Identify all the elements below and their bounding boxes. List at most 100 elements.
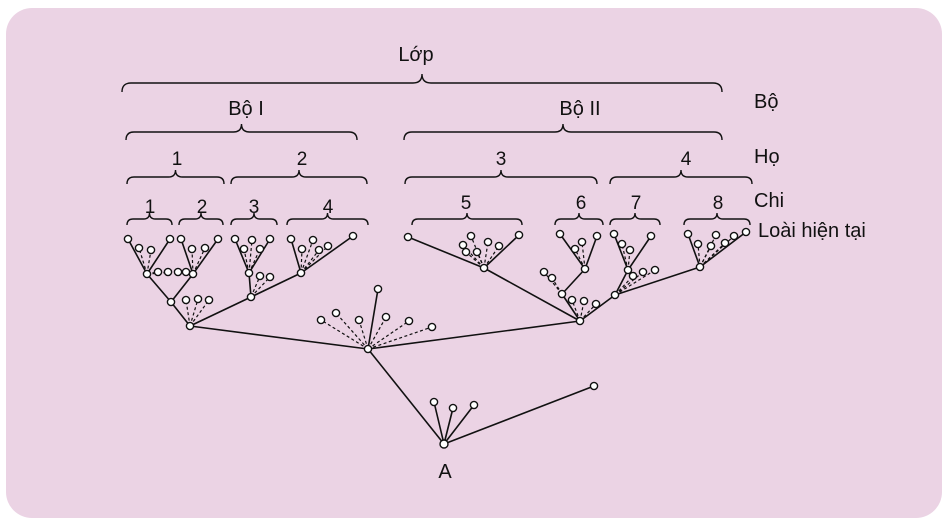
genus-7-node xyxy=(623,265,633,275)
species-g8-d4 xyxy=(720,238,730,248)
species-g4-d1 xyxy=(297,244,307,254)
species-g1-2-edge xyxy=(146,238,171,275)
species-g8-d3 xyxy=(711,230,721,240)
species-g5-1 xyxy=(403,232,413,242)
species-g6-2 xyxy=(592,231,602,241)
genus-5-node xyxy=(479,263,489,273)
species-g6-d2-edge xyxy=(581,241,586,270)
genus-6-label: 6 xyxy=(576,193,587,214)
genus-1-label: 1 xyxy=(145,197,156,218)
species-g8-d3-edge xyxy=(699,234,717,268)
species-g5-2-edge xyxy=(483,234,520,269)
species-g3-2-edge xyxy=(248,238,271,274)
edge-a-extinct-right xyxy=(443,385,595,445)
species-g1-d5 xyxy=(173,267,183,277)
extinct-leaf-o1-1 xyxy=(181,295,191,305)
species-g3-d1-edge xyxy=(243,248,250,274)
genus-2-node xyxy=(188,269,198,279)
genus-2-brace xyxy=(178,212,224,226)
family-2-node xyxy=(246,292,256,302)
edge-o2-f3b xyxy=(561,293,581,322)
genus-6-node xyxy=(580,264,590,274)
species-g6-d1 xyxy=(570,244,580,254)
species-g1-d1-edge xyxy=(138,247,148,275)
extinct-leaf-root-3-edge xyxy=(367,316,387,350)
extinct-leaf-o1-1-edge xyxy=(185,299,191,327)
species-g4-d2 xyxy=(308,235,318,245)
species-g7-1-edge xyxy=(613,233,629,271)
extinct-leaf-root-5 xyxy=(427,322,437,332)
edge-f2-g4 xyxy=(250,272,302,298)
species-g2-d3 xyxy=(181,267,191,277)
species-g3-1 xyxy=(230,234,240,244)
edge-f4-g8 xyxy=(614,266,701,296)
species-g2-d1-edge xyxy=(191,248,194,275)
extinct-leaf-o2-2 xyxy=(579,296,589,306)
species-g4-2 xyxy=(348,231,358,241)
genus-7-brace xyxy=(609,212,661,226)
extinct-leaf-root-1 xyxy=(316,315,326,325)
species-g1-d1 xyxy=(134,243,144,253)
species-g2-d2 xyxy=(200,243,210,253)
species-g8-2-edge xyxy=(699,231,747,268)
extinct-leaf-f2-1 xyxy=(255,271,265,281)
species-g5-d5 xyxy=(494,241,504,251)
species-g2-d1 xyxy=(187,244,197,254)
order-2-node xyxy=(575,316,585,326)
genus-3-brace xyxy=(230,212,278,226)
species-g5-d5-edge xyxy=(483,245,500,269)
extinct-leaf-f4-2 xyxy=(638,267,648,277)
root-node xyxy=(363,344,373,354)
extinct-leaf-f4-3 xyxy=(650,265,660,275)
family-1-brace xyxy=(126,169,225,185)
genus-3-node xyxy=(244,268,254,278)
species-g8-d5 xyxy=(729,231,739,241)
extinct-leaf-root-2-edge xyxy=(335,312,369,350)
edge-root-extinct-up xyxy=(367,288,379,350)
genus-8-brace xyxy=(683,212,751,226)
edge-a-extinct-3 xyxy=(443,404,475,445)
species-g5-1-edge xyxy=(407,236,485,269)
species-g4-d3 xyxy=(314,245,324,255)
extinct-leaf-root-2 xyxy=(331,308,341,318)
species-g5-2 xyxy=(514,230,524,240)
edge-root-order1 xyxy=(189,325,369,350)
genus-4-brace xyxy=(286,212,369,226)
edge-a-extinct-2 xyxy=(443,407,454,445)
genus-1-node xyxy=(142,269,152,279)
rank-family-label: Họ xyxy=(754,146,780,168)
species-g8-1-edge xyxy=(687,233,701,268)
order-1-label: Bộ I xyxy=(228,98,264,120)
extinct-leaf-root-up xyxy=(373,284,383,294)
species-g5-d4 xyxy=(483,237,493,247)
species-g1-d5-edge xyxy=(146,271,179,275)
extinct-leaf-f4-1-edge xyxy=(614,275,634,296)
extinct-leaf-o1-3 xyxy=(204,295,214,305)
family-4-brace xyxy=(609,169,753,185)
extinct-leaf-o2-1 xyxy=(567,295,577,305)
genus-2-label: 2 xyxy=(197,197,208,218)
edge-a-extinct-1 xyxy=(433,401,445,445)
extinct-leaf-root-5-edge xyxy=(367,326,433,350)
extinct-leaf-a-3 xyxy=(469,400,479,410)
family-2-label: 2 xyxy=(297,149,308,170)
extinct-leaf-f4-2-edge xyxy=(614,271,644,296)
extinct-leaf-a-2 xyxy=(448,403,458,413)
genus-4-node xyxy=(296,268,306,278)
species-g2-d2-edge xyxy=(192,247,206,275)
genus-1-brace xyxy=(126,212,173,226)
extinct-leaf-o1-2 xyxy=(193,294,203,304)
species-g3-1-edge xyxy=(234,238,250,274)
species-g7-d1-edge xyxy=(621,243,629,271)
extinct-leaf-f3-2 xyxy=(547,273,557,283)
species-g3-d3 xyxy=(255,244,265,254)
species-g5-d2 xyxy=(466,231,476,241)
extinct-leaf-a-right xyxy=(589,381,599,391)
species-g8-d5-edge xyxy=(699,235,735,268)
family-1-node xyxy=(166,297,176,307)
extinct-leaf-f3-1-edge xyxy=(543,271,563,295)
species-g4-d2-edge xyxy=(300,239,314,274)
species-g1-2 xyxy=(165,234,175,244)
species-g6-d2 xyxy=(577,237,587,247)
